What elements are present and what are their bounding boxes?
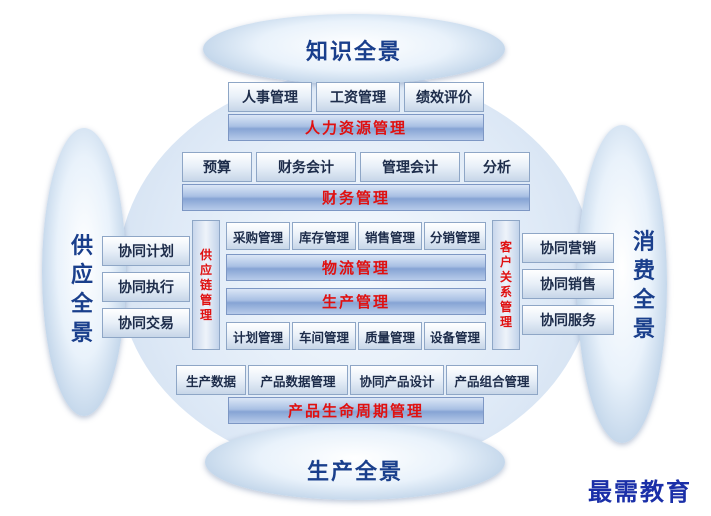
fin-tile-analysis: 分析 xyxy=(464,152,530,182)
plm-tile-pdm: 产品数据管理 xyxy=(248,365,348,395)
collab-plan-tile: 协同计划 xyxy=(102,236,190,266)
collab-marketing-tile: 协同营销 xyxy=(522,233,614,263)
hr-management-bar: 人力资源管理 xyxy=(228,114,484,141)
finance-management-bar: 财务管理 xyxy=(182,184,530,211)
knowledge-panorama-title: 知识全景 xyxy=(305,40,402,65)
crm-vertical-bar: 客 户 关 系 管 理 xyxy=(492,220,520,350)
logistics-tile-inventory: 库存管理 xyxy=(292,222,356,250)
bottom-ellipse xyxy=(205,424,505,500)
production-tile-quality: 质量管理 xyxy=(358,322,422,350)
plm-tile-production-data: 生产数据 xyxy=(176,365,246,395)
plm-tile-portfolio: 产品组合管理 xyxy=(446,365,538,395)
supply-panorama-title: 供 应 全 景 xyxy=(70,234,93,346)
fin-tile-budget: 预算 xyxy=(182,152,252,182)
collab-service-tile: 协同服务 xyxy=(522,305,614,335)
plm-bar: 产品生命周期管理 xyxy=(228,397,484,424)
supply-chain-vertical-bar: 供 应 链 管 理 xyxy=(192,220,220,350)
production-management-bar: 生产管理 xyxy=(226,288,486,315)
logistics-tile-sales: 销售管理 xyxy=(358,222,422,250)
fin-tile-mgmt-accounting: 管理会计 xyxy=(360,152,460,182)
logistics-tile-purchase: 采购管理 xyxy=(226,222,290,250)
plm-tile-collab-design: 协同产品设计 xyxy=(350,365,444,395)
collab-trade-tile: 协同交易 xyxy=(102,308,190,338)
production-tile-equipment: 设备管理 xyxy=(424,322,486,350)
brand-text: 最需教育 xyxy=(588,477,692,506)
hr-tile-salary: 工资管理 xyxy=(316,82,400,112)
logistics-management-bar: 物流管理 xyxy=(226,254,486,281)
production-tile-planning: 计划管理 xyxy=(226,322,290,350)
production-tile-workshop: 车间管理 xyxy=(292,322,356,350)
consumer-panorama-title: 消 费 全 景 xyxy=(632,230,655,342)
collab-execute-tile: 协同执行 xyxy=(102,272,190,302)
top-ellipse xyxy=(203,14,505,84)
hr-tile-performance: 绩效评价 xyxy=(404,82,484,112)
logistics-tile-distribution: 分销管理 xyxy=(424,222,486,250)
hr-tile-personnel: 人事管理 xyxy=(228,82,312,112)
production-panorama-title: 生产全景 xyxy=(306,460,403,485)
collab-sales-tile: 协同销售 xyxy=(522,269,614,299)
fin-tile-accounting: 财务会计 xyxy=(256,152,356,182)
